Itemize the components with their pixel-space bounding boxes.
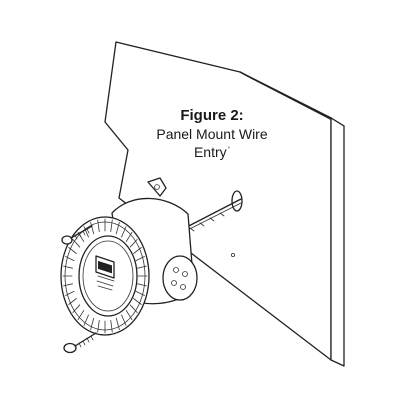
knurl-rib	[63, 265, 73, 269]
knurl-rib	[63, 283, 73, 287]
figure-caption-line2: Entry°	[132, 144, 292, 160]
connector-port-icon	[171, 267, 188, 290]
figure-title: Figure 2:	[180, 107, 244, 124]
knurl-rib	[77, 310, 85, 321]
knurl-rib	[72, 238, 81, 248]
knurl-rib	[135, 290, 145, 296]
knurl-rib	[110, 319, 113, 333]
knurl-rib	[68, 298, 77, 305]
knurl-rib	[97, 319, 100, 333]
figure-caption-mark: °	[227, 147, 231, 154]
knurl-rib	[65, 290, 75, 296]
knurled-cover-icon	[60, 216, 150, 336]
panel-wall-icon	[104, 41, 345, 367]
knurl-rib	[115, 222, 120, 235]
knurl-rib	[97, 219, 100, 233]
knurl-rib	[137, 283, 147, 287]
knurl-rib	[135, 256, 145, 262]
knurl-rib	[129, 238, 138, 248]
knurl-rib	[115, 317, 120, 330]
knurl-rib	[65, 256, 75, 262]
mount-screw-icon	[63, 332, 97, 354]
knurl-rib	[125, 231, 133, 242]
knurl-rib	[133, 247, 142, 254]
knurl-rib	[129, 304, 138, 314]
mount-screw-icon	[61, 225, 93, 245]
knurl-rib	[121, 314, 127, 326]
knurl-rib	[90, 317, 95, 330]
figure-caption-line1: Panel Mount Wire	[156, 126, 268, 142]
knurl-rib	[110, 219, 113, 233]
knurl-rib	[72, 304, 81, 314]
knurl-rib	[133, 298, 142, 305]
figure-caption-line2-text: Entry	[193, 144, 227, 160]
knurl-rib	[83, 226, 89, 238]
knurl-rib	[83, 314, 89, 326]
knurl-rib	[68, 247, 77, 254]
knurl-rib	[90, 222, 95, 235]
knurl-rib	[137, 265, 147, 269]
label-plate-icon	[95, 255, 115, 291]
knurl-rib	[125, 310, 133, 321]
knurl-rib	[121, 226, 127, 238]
